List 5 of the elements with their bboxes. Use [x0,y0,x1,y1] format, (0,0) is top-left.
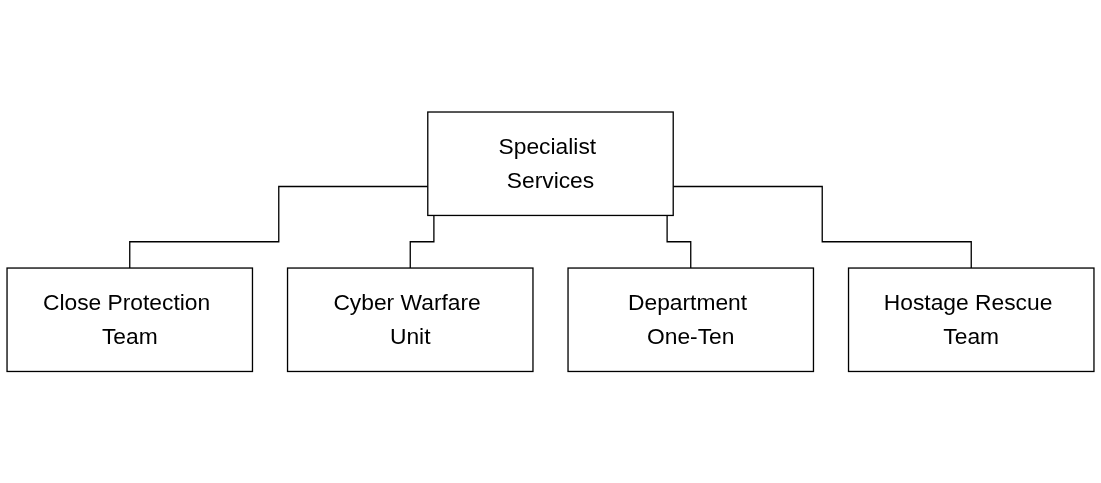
node-box: Specialist Services [427,111,674,216]
node-box: Department One-Ten [567,267,815,372]
node-box: Hostage Rescue Team [847,267,1095,372]
node-box: Cyber Warfare Unit [286,267,534,372]
node-box: Close Protection Team [6,267,254,372]
